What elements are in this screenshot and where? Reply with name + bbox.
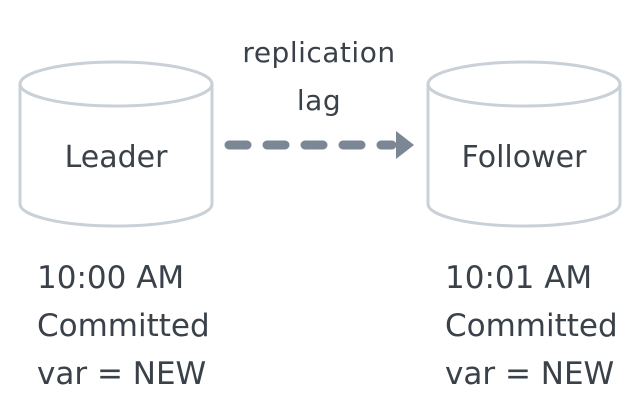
arrow-head-icon [396,131,414,159]
follower-caption: 10:01 AM Committed var = NEW [445,260,618,392]
leader-database-icon [18,60,214,228]
follower-cylinder-top [426,60,622,108]
replication-edge: replication lag [224,36,414,159]
leader-node: Leader [18,60,214,228]
leader-cylinder-body [18,84,214,228]
follower-value: var = NEW [445,356,614,392]
follower-status: Committed [445,308,618,344]
follower-database-icon [426,60,622,228]
follower-cylinder-body [426,84,622,228]
leader-cylinder-top [18,60,214,108]
leader-label: Leader [65,140,169,175]
leader-caption: 10:00 AM Committed var = NEW [37,260,210,392]
follower-node: Follower [426,60,622,228]
follower-time: 10:01 AM [445,260,592,296]
leader-time: 10:00 AM [37,260,184,296]
follower-label: Follower [462,140,588,175]
edge-label-line1: replication [242,36,395,69]
leader-status: Committed [37,308,210,344]
leader-value: var = NEW [37,356,206,392]
edge-label-line2: lag [297,84,341,117]
